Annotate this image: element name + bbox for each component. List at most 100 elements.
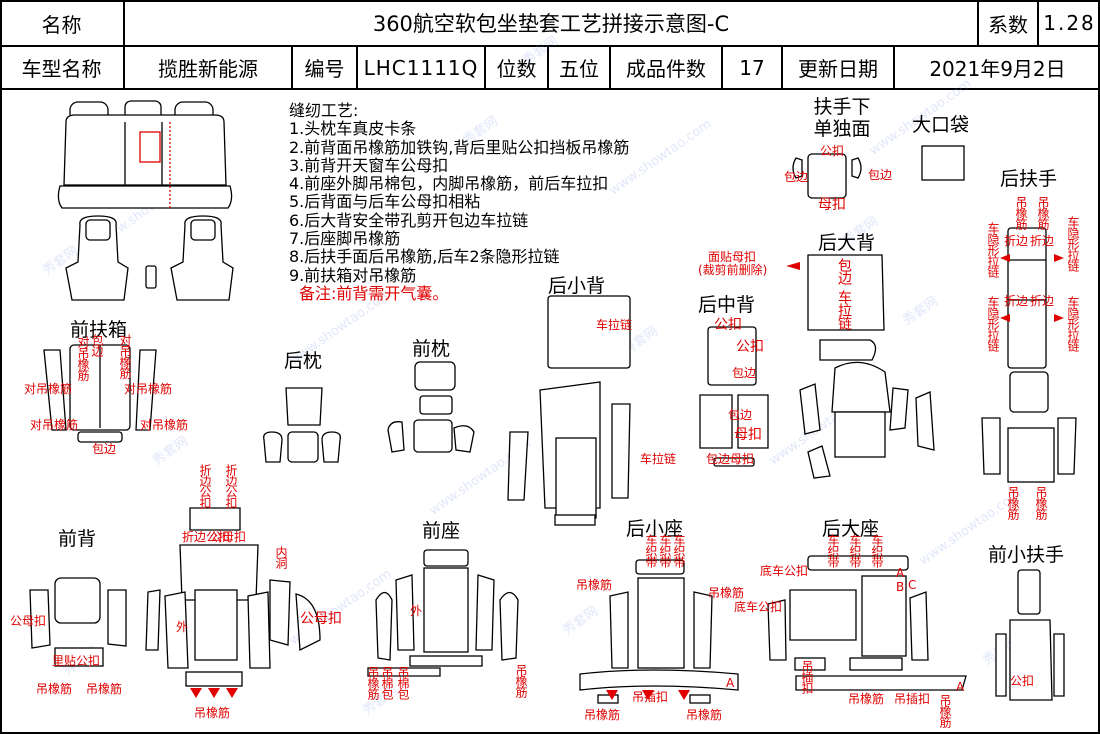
annotation: 折边公扣 — [198, 464, 212, 508]
section-title-rear-armrest: 后扶手 — [1000, 168, 1058, 190]
section-title-rear-big-seat: 后大座 — [822, 518, 880, 540]
annotation: 车织带 — [644, 534, 658, 567]
annotation: 公母扣 — [210, 530, 247, 544]
annotation: 车拉链 — [836, 290, 852, 329]
annotation: 折边 — [1030, 234, 1055, 248]
annotation: 包边 — [90, 334, 104, 356]
annotation: (裁剪前删除) — [698, 263, 768, 277]
annotation: 折边 — [1030, 294, 1055, 308]
annotation: 公扣 — [820, 144, 845, 158]
annotation: 母扣 — [734, 427, 762, 443]
process-step: 1.头枕车真皮卡条 — [289, 119, 417, 139]
section-title-rear-big-back: 后大背 — [818, 232, 876, 254]
annotation: 母扣 — [818, 197, 846, 213]
annotation: 车织带 — [672, 534, 686, 567]
annotation: B — [896, 580, 905, 594]
section-title-rear-pillow: 后枕 — [284, 350, 323, 372]
process-step: 8.后扶手面后吊橡筋,后车2条隐形拉链 — [289, 247, 560, 267]
annotation: 车织带 — [870, 534, 884, 567]
annotation: 吊橡筋 — [938, 694, 952, 727]
annotation: 吊橡筋 — [1014, 196, 1028, 229]
annotation: 对吊橡筋 — [140, 418, 189, 432]
annotation: 包边 — [868, 168, 893, 182]
section-title-rear-middle-back: 后中背 — [698, 294, 756, 316]
annotation: 包边母扣 — [706, 452, 755, 466]
process-step: 3.前背开天窗车公母扣 — [289, 155, 449, 175]
seats-value: 五位 — [549, 46, 611, 89]
annotation: 车拉链 — [596, 318, 633, 332]
process-step: 7.后座脚吊橡筋 — [289, 229, 401, 249]
front-seat-pattern — [367, 549, 519, 677]
annotation: 吊橡筋 — [686, 708, 723, 722]
pieces-label: 成品件数 — [611, 46, 723, 89]
annotation: 吊橡筋 — [86, 682, 123, 696]
annotation: 折边公扣 — [224, 464, 238, 508]
header-bottom-rule — [0, 88, 1100, 90]
coef-label: 系数 — [979, 0, 1039, 46]
process-remark: 备注:前背需开气囊。 — [299, 283, 449, 303]
annotation: 车织带 — [658, 534, 672, 567]
section-title-front-small-armrest: 前小扶手 — [988, 544, 1065, 566]
annotation: 吊橡筋 — [1036, 196, 1050, 229]
annotation: 吊橡筋 — [1006, 486, 1020, 519]
annotation: 外 — [410, 604, 423, 618]
coef-value: 1.28 — [1043, 11, 1096, 35]
annotation: 吊棉包 — [396, 666, 410, 699]
annotation: 包边 — [784, 170, 809, 184]
annotation: 吊橡筋 — [848, 692, 885, 706]
code-value: LHC1111Q — [358, 46, 486, 89]
annotation: A — [896, 566, 905, 580]
annotation: 车拉链 — [640, 452, 677, 466]
process-heading: 缝纫工艺: — [289, 101, 359, 120]
armrest-lower-pattern — [792, 153, 862, 199]
annotation: 公扣 — [1010, 674, 1035, 688]
process-step: 9.前扶箱对吊橡筋 — [289, 265, 417, 285]
process-step: 4.前座外脚吊棉包，内脚吊橡筋，前后车拉扣 — [289, 174, 609, 194]
process-notes: 缝纫工艺: 1.头枕车真皮卡条 2.前背面吊橡筋加铁钩,背后里贴公扣挡板吊橡筋 … — [289, 101, 629, 303]
rear-middle-back-pattern — [699, 326, 769, 467]
seats-label: 位数 — [486, 46, 549, 89]
annotation: 公扣 — [736, 339, 764, 355]
process-step: 5.后背面与后车公母扣相粘 — [289, 192, 481, 212]
section-title-big-pocket: 大口袋 — [912, 114, 970, 136]
annotation: 折边公扣 — [182, 530, 231, 544]
annotation: 车织带 — [826, 534, 840, 567]
annotation: 底车公扣 — [760, 564, 809, 578]
annotation: 车隐形拉链 — [986, 296, 1000, 351]
section-title-armrest-lower: 扶手下单独面 — [813, 96, 871, 140]
annotation: 对吊橡筋 — [76, 336, 90, 380]
red-arrows — [190, 254, 1064, 700]
annotation: 对吊橡筋 — [24, 382, 73, 396]
rear-big-seat-pattern — [767, 555, 967, 691]
annotation: 车隐形拉链 — [1066, 296, 1080, 351]
annotation: 包边 — [92, 442, 117, 456]
annotation: A — [726, 676, 735, 690]
section-title-front-back: 前背 — [58, 528, 97, 550]
front-back-pattern — [29, 507, 321, 687]
annotation: 吊插扣 — [800, 660, 814, 693]
annotation: 吊橡筋 — [194, 706, 231, 720]
annotation: 公扣 — [714, 317, 742, 333]
rear-small-seat-pattern — [579, 559, 739, 704]
annotation: 折边 — [1004, 294, 1029, 308]
annotation: 吊插扣 — [894, 692, 931, 706]
annotation: 吊橡筋 — [708, 586, 745, 600]
section-title-rear-small-seat: 后小座 — [626, 518, 684, 540]
pieces-value: 17 — [723, 46, 783, 89]
annotation: 包边 — [836, 258, 852, 284]
model-value: 揽胜新能源 — [125, 46, 293, 89]
annotation: 车隐形拉链 — [1066, 216, 1080, 271]
section-title-rear-small-back: 后小背 — [548, 275, 606, 297]
annotation: 面贴母扣 — [708, 250, 757, 264]
annotation: 吊橡筋 — [514, 664, 528, 697]
section-title-front-pillow: 前枕 — [412, 338, 451, 360]
annotation: 吊橡筋 — [576, 578, 613, 592]
annotation: 吊棉包 — [380, 666, 394, 699]
annotation: 包边 — [728, 408, 753, 422]
annotation: 外 — [176, 620, 189, 634]
annotation: 里贴公扣 — [52, 654, 101, 668]
front-pillow-pattern — [387, 361, 475, 453]
annotation: 对吊橡筋 — [30, 418, 79, 432]
model-label: 车型名称 — [0, 46, 125, 89]
